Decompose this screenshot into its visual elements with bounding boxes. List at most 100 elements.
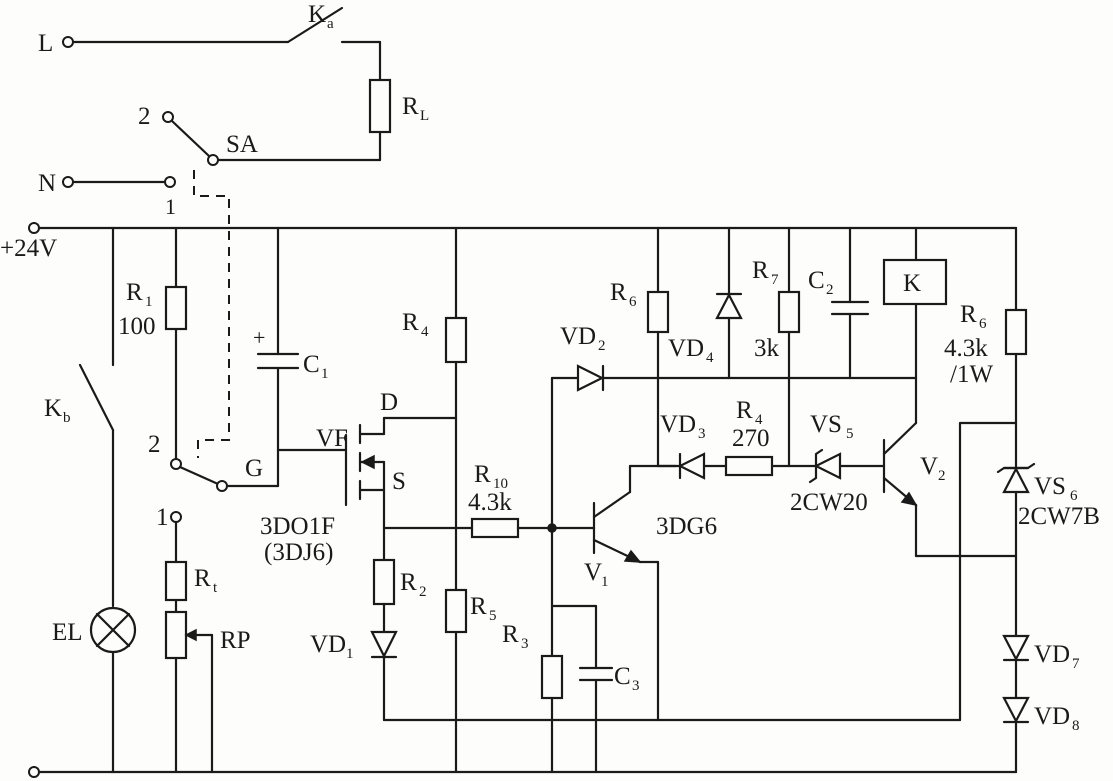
label-V1-sub: 1: [601, 574, 609, 590]
label-C1: C: [303, 351, 320, 378]
label-R3: R: [502, 621, 519, 648]
label-R6-left-sub: 6: [629, 294, 637, 310]
diode-VD8: [1002, 696, 1030, 724]
zener-VS5: [813, 452, 842, 480]
gate-input-network: [164, 226, 348, 774]
label-R4-series-sub: 4: [755, 412, 763, 428]
resistor-R2: [372, 558, 396, 606]
switch-Ka: [286, 6, 344, 44]
label-V1: V: [584, 559, 602, 586]
label-VD1: VD: [310, 631, 346, 658]
label-VD3: VD: [660, 411, 696, 438]
label-VD8: VD: [1034, 703, 1070, 730]
label-V2: V: [920, 453, 938, 480]
lamp-branch: [78, 226, 137, 774]
label-VF: VF: [316, 425, 348, 452]
label-VD8-sub: 8: [1072, 718, 1080, 734]
resistor-RL: [368, 78, 392, 134]
label-RL-sub: L: [420, 108, 429, 124]
label-VS5-sub: 5: [846, 426, 854, 442]
resistor-R6-right: [1004, 308, 1028, 356]
label-D: D: [380, 389, 398, 416]
label-RL: R: [402, 93, 419, 120]
label-Kb-sub: b: [63, 410, 71, 426]
feedback-chain: [656, 448, 886, 484]
labels: L K a R L 2 SA N 1 +24V R 1 100 + C 1 K …: [0, 1, 1100, 734]
terminal-SA-2: [162, 111, 174, 123]
terminal-N: [62, 176, 74, 188]
transistor-V2: [882, 421, 1018, 558]
label-V1-type: 3DG6: [656, 513, 717, 540]
ac-load-branch: [62, 6, 392, 458]
resistor-R4-series: [724, 455, 774, 477]
terminal-sw-2: [170, 458, 182, 470]
terminal-ground: [28, 766, 40, 778]
label-L: L: [38, 30, 53, 57]
switch-Kb: [78, 363, 115, 432]
label-R4-top: R: [402, 309, 419, 336]
resistor-R6-left: [646, 290, 670, 334]
upper-network: [646, 226, 948, 468]
mechanical-link: [193, 170, 230, 458]
terminal-sw-common: [216, 480, 228, 492]
label-VD4: VD: [668, 335, 704, 362]
label-R2-sub: 2: [419, 584, 427, 600]
label-VS6: VS: [1034, 473, 1066, 500]
label-R1-sub: 1: [145, 294, 153, 310]
relay-K: [882, 258, 948, 306]
label-SA: SA: [226, 131, 258, 158]
label-C2: C: [808, 267, 825, 294]
label-VD3-sub: 3: [698, 426, 706, 442]
resistor-R5: [444, 588, 468, 634]
label-VS6-sub: 6: [1070, 488, 1078, 504]
label-R4-series: R: [736, 397, 753, 424]
label-C3: C: [614, 663, 631, 690]
label-N: N: [38, 170, 56, 197]
label-sa-1: 1: [165, 194, 176, 219]
right-column: [958, 226, 1036, 774]
label-VS6-type: 2CW7B: [1018, 503, 1100, 530]
label-Rt: R: [194, 565, 211, 592]
label-R4-series-value: 270: [732, 425, 770, 452]
mosfet-VF: [344, 416, 458, 562]
label-VD1-sub: 1: [346, 646, 354, 662]
label-G: G: [245, 455, 263, 482]
label-VD4-sub: 4: [706, 350, 714, 366]
diode-VD3: [677, 452, 706, 480]
terminal-24v: [28, 222, 40, 234]
label-R4-top-sub: 4: [421, 324, 429, 340]
terminal-SA-common: [207, 154, 219, 166]
potentiometer-RP: [164, 610, 188, 660]
label-VD7-sub: 7: [1072, 656, 1080, 672]
label-VS5: VS: [810, 411, 842, 438]
label-R10: R: [474, 461, 491, 488]
source-network: [370, 526, 962, 722]
resistor-R4-top: [444, 316, 468, 364]
label-K: K: [903, 270, 921, 297]
label-R6-right: R: [960, 301, 977, 328]
label-R6-left: R: [610, 279, 627, 306]
diode-VD2: [550, 364, 918, 392]
label-R6-right-value: 4.3k: [944, 335, 988, 362]
label-Ka: K: [308, 1, 326, 28]
label-sw-1: 1: [156, 504, 169, 531]
resistor-Rt: [164, 560, 188, 602]
resistor-R7: [777, 290, 801, 334]
label-R6-right-sub: 6: [979, 316, 987, 332]
label-C3-sub: 3: [632, 678, 640, 694]
diode-VD1: [370, 630, 398, 659]
base-network: [470, 376, 614, 774]
diode-VD7: [1002, 634, 1030, 662]
label-Kb: K: [44, 395, 62, 422]
label-VD2: VD: [560, 323, 596, 350]
label-VS5-type: 2CW20: [790, 489, 868, 516]
label-S: S: [392, 468, 406, 495]
label-sa-2: 2: [138, 103, 151, 130]
label-R7: R: [752, 257, 769, 284]
label-R7-value: 3k: [754, 335, 780, 362]
zener-VS6: [1002, 466, 1030, 494]
label-supply: +24V: [0, 235, 57, 262]
label-R1: R: [126, 279, 143, 306]
